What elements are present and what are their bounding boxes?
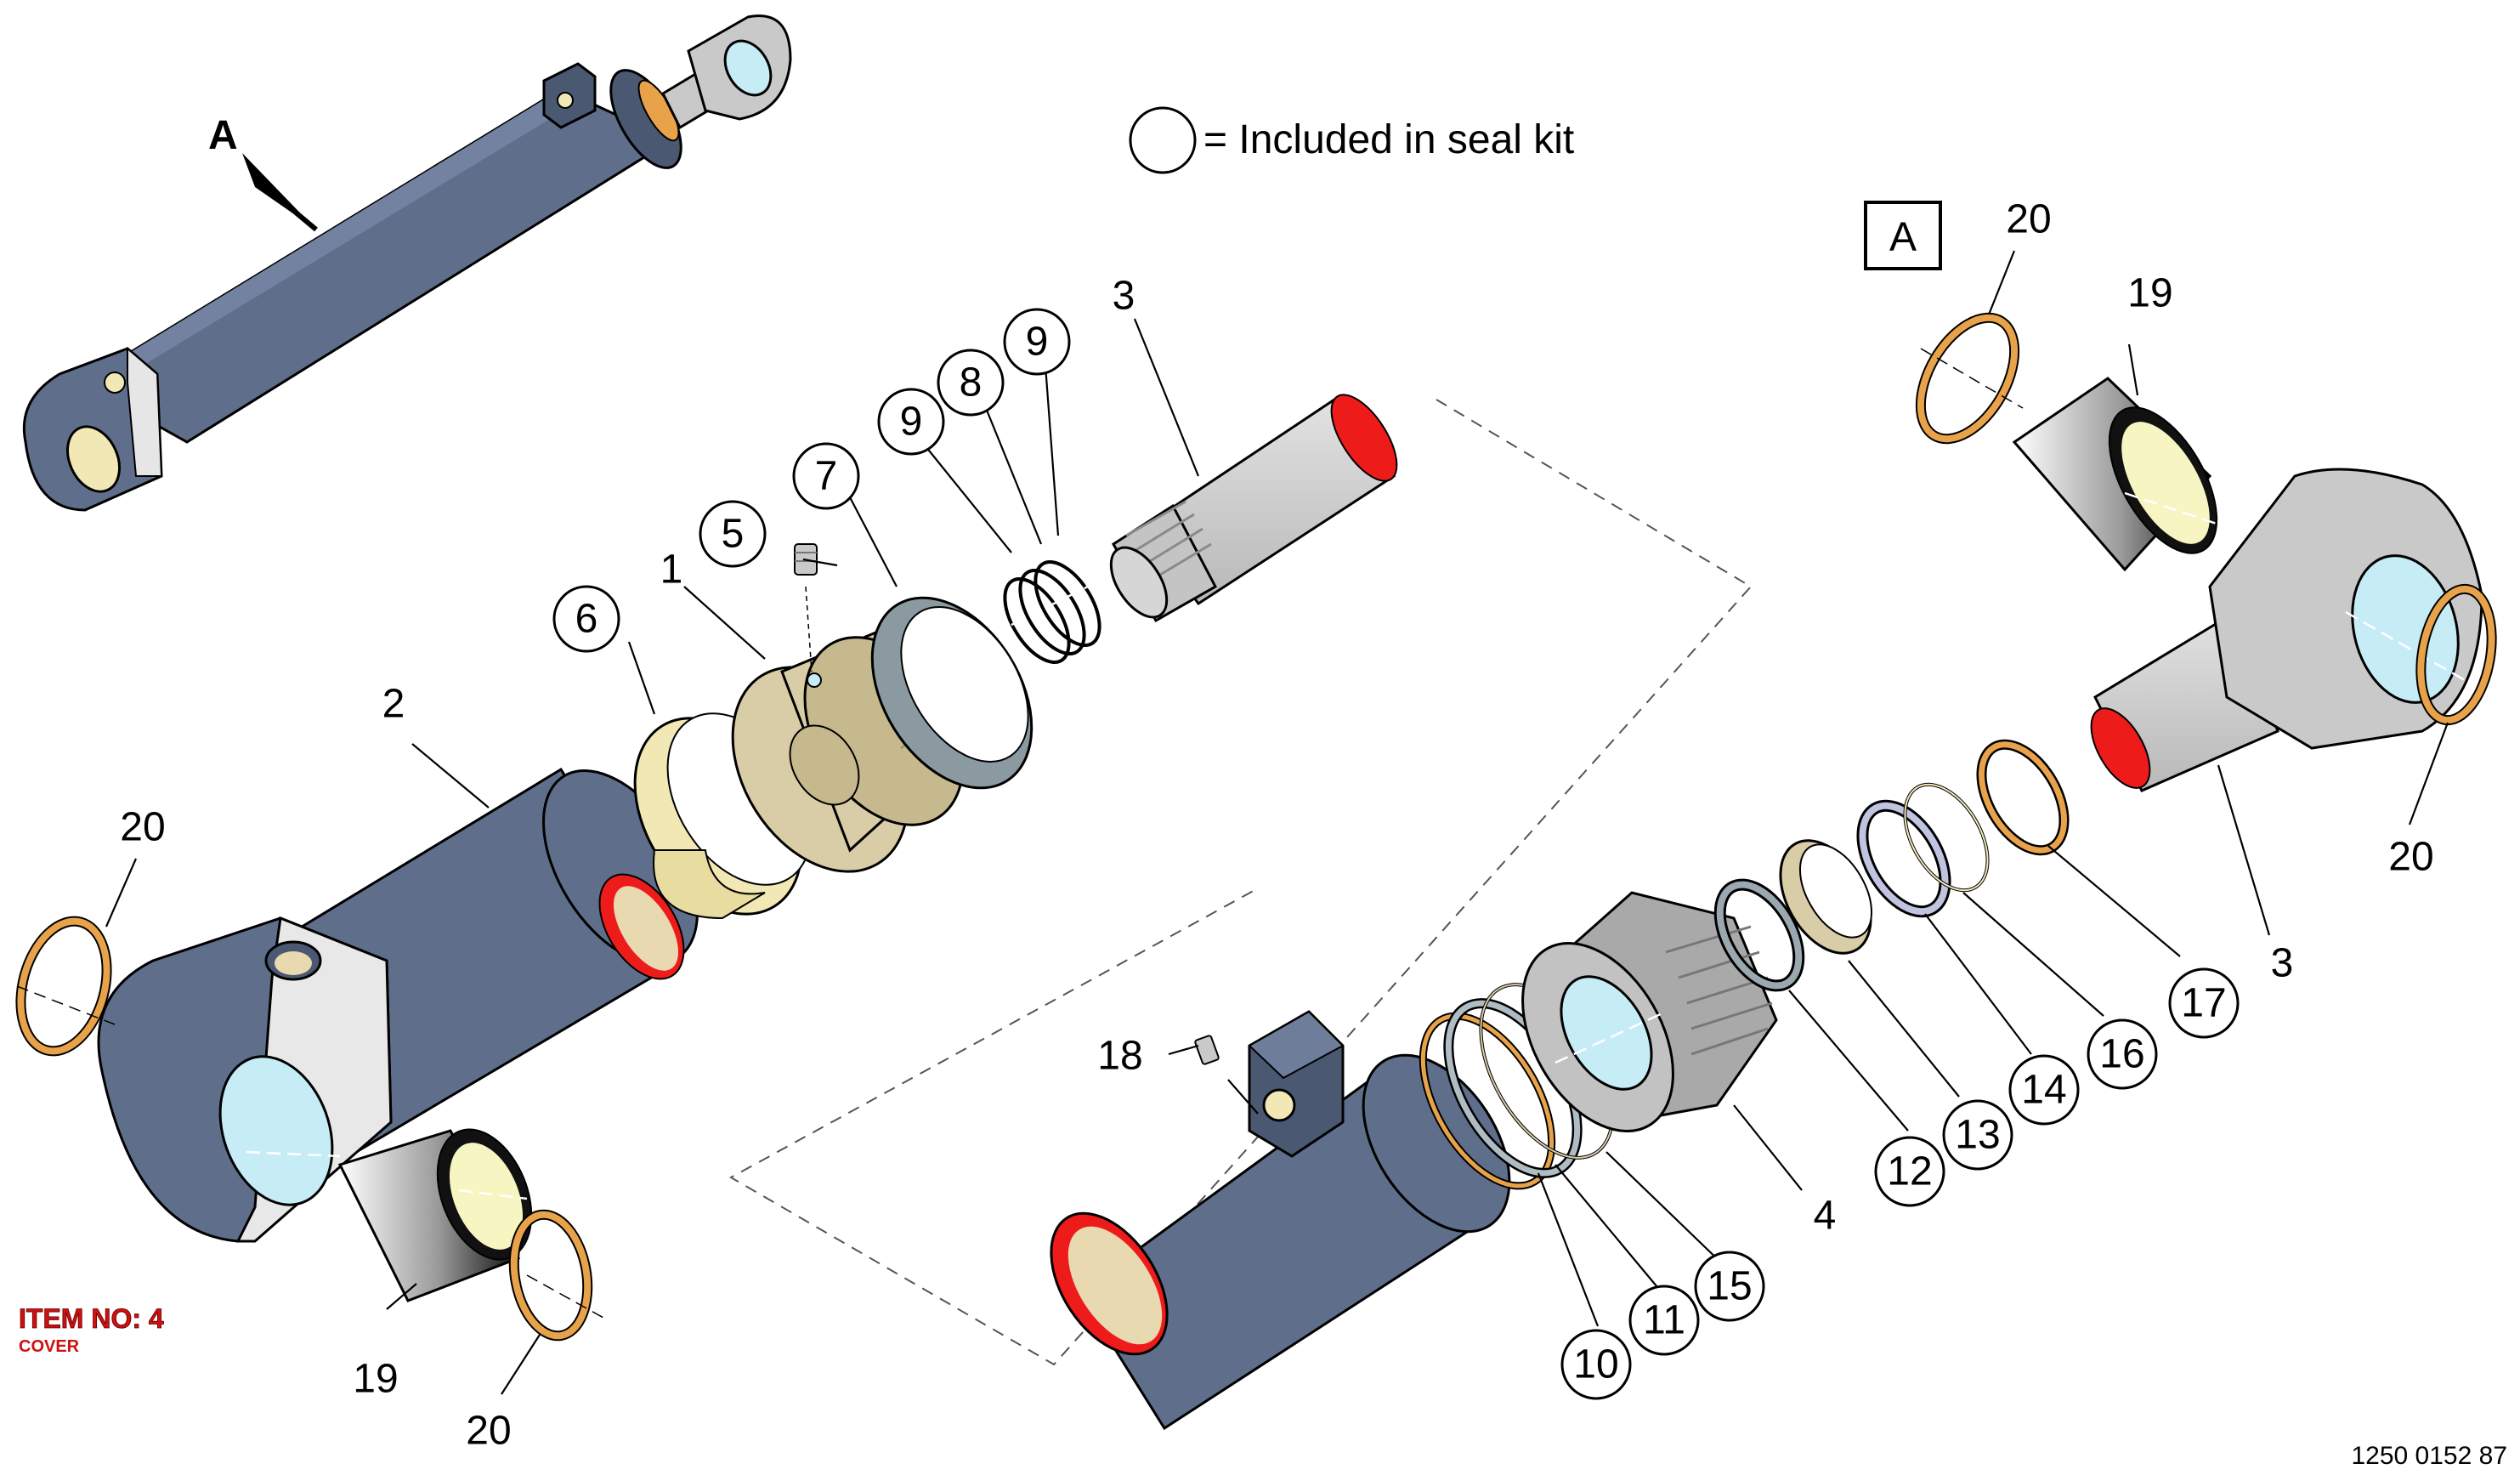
- callout-9a: 9: [877, 388, 945, 456]
- head-housing-part-18-area: [1050, 1010, 1511, 1431]
- svg-text:13: 13: [1955, 1113, 2000, 1158]
- callout-8: 8: [937, 349, 1005, 417]
- callout-10: 10: [1560, 1329, 1632, 1400]
- svg-text:9: 9: [900, 400, 923, 445]
- svg-text:8: 8: [960, 360, 983, 406]
- item-number-subtitle: COVER: [19, 1337, 80, 1356]
- callout-7: 7: [792, 442, 860, 510]
- svg-text:9: 9: [1026, 320, 1049, 365]
- svg-text:12: 12: [1887, 1149, 1932, 1194]
- part-label-4: 4: [1814, 1194, 1837, 1239]
- bushing-part-19-right: [2012, 377, 2228, 572]
- callout-14: 14: [2008, 1054, 2080, 1126]
- callout-17: 17: [2168, 967, 2240, 1039]
- part-label-19-right: 19: [2127, 271, 2172, 316]
- part-label-19-left: 19: [353, 1357, 398, 1402]
- leader-lines: [105, 250, 2449, 1395]
- document-number: 1250 0152 87: [2351, 1442, 2507, 1470]
- view-arrow-label: A: [208, 113, 238, 158]
- bushing-part-19-left: [337, 1128, 533, 1302]
- gland-part-4: [1521, 891, 1778, 1132]
- part-label-3-right: 3: [2271, 941, 2294, 986]
- callout-13: 13: [1942, 1099, 2013, 1171]
- seal-kit-legend: = Included in seal kit: [1129, 106, 1574, 174]
- svg-text:16: 16: [2099, 1032, 2144, 1077]
- svg-text:10: 10: [1573, 1342, 1618, 1387]
- part-label-1: 1: [660, 547, 683, 593]
- svg-text:5: 5: [722, 512, 745, 557]
- svg-text:15: 15: [1707, 1264, 1752, 1309]
- part-label-3-center: 3: [1113, 274, 1135, 319]
- callout-6: 6: [552, 585, 620, 653]
- svg-text:17: 17: [2181, 981, 2226, 1026]
- callout-16: 16: [2087, 1018, 2158, 1090]
- piston-part-1: [731, 627, 965, 873]
- callout-11: 11: [1628, 1285, 1700, 1356]
- seal-ring-part-20-right: [2415, 583, 2497, 726]
- item-number-block: ITEM NO: 4 COVER: [19, 1303, 165, 1356]
- overview-cylinder: [22, 14, 792, 512]
- view-arrow-a: A: [208, 113, 318, 232]
- o-rings-parts-8-9: [1003, 559, 1140, 664]
- legend-circle-icon: [1129, 106, 1197, 174]
- seal-ring-part-20-left: [15, 916, 116, 1057]
- part-label-20-left: 20: [120, 805, 165, 850]
- svg-text:14: 14: [2021, 1068, 2066, 1113]
- part-label-20-bottom: 20: [466, 1409, 511, 1454]
- view-box-a: A: [1864, 201, 1942, 270]
- seal-ring-part-20-bottom: [508, 1209, 604, 1342]
- svg-text:7: 7: [815, 454, 838, 499]
- callout-5: 5: [699, 500, 767, 568]
- callout-12: 12: [1874, 1136, 1945, 1207]
- set-screw-part-5: [794, 543, 818, 672]
- alignment-guide: [728, 399, 1753, 1366]
- svg-text:11: 11: [1643, 1298, 1685, 1343]
- part-label-20-top: 20: [2006, 197, 2051, 242]
- barrel-part-2: [97, 767, 699, 1243]
- legend-text: = Included in seal kit: [1203, 117, 1574, 162]
- callout-9b: 9: [1003, 308, 1071, 376]
- piston-rod-part-3-right: [2090, 468, 2483, 792]
- svg-text:6: 6: [575, 597, 598, 642]
- part-label-20-right: 20: [2388, 835, 2433, 880]
- piston-rod-part-3-center: [1109, 394, 1398, 623]
- item-number-title: ITEM NO: 4: [19, 1303, 164, 1334]
- part-label-2: 2: [382, 682, 405, 727]
- view-box-label: A: [1889, 215, 1917, 260]
- piston-seal-part-7: [870, 596, 1033, 790]
- callout-15: 15: [1694, 1251, 1765, 1322]
- seals-parts-12-13-14-16-17: [1713, 739, 2070, 992]
- part-label-18: 18: [1097, 1034, 1142, 1079]
- seal-ring-part-20-top: [1915, 312, 2024, 445]
